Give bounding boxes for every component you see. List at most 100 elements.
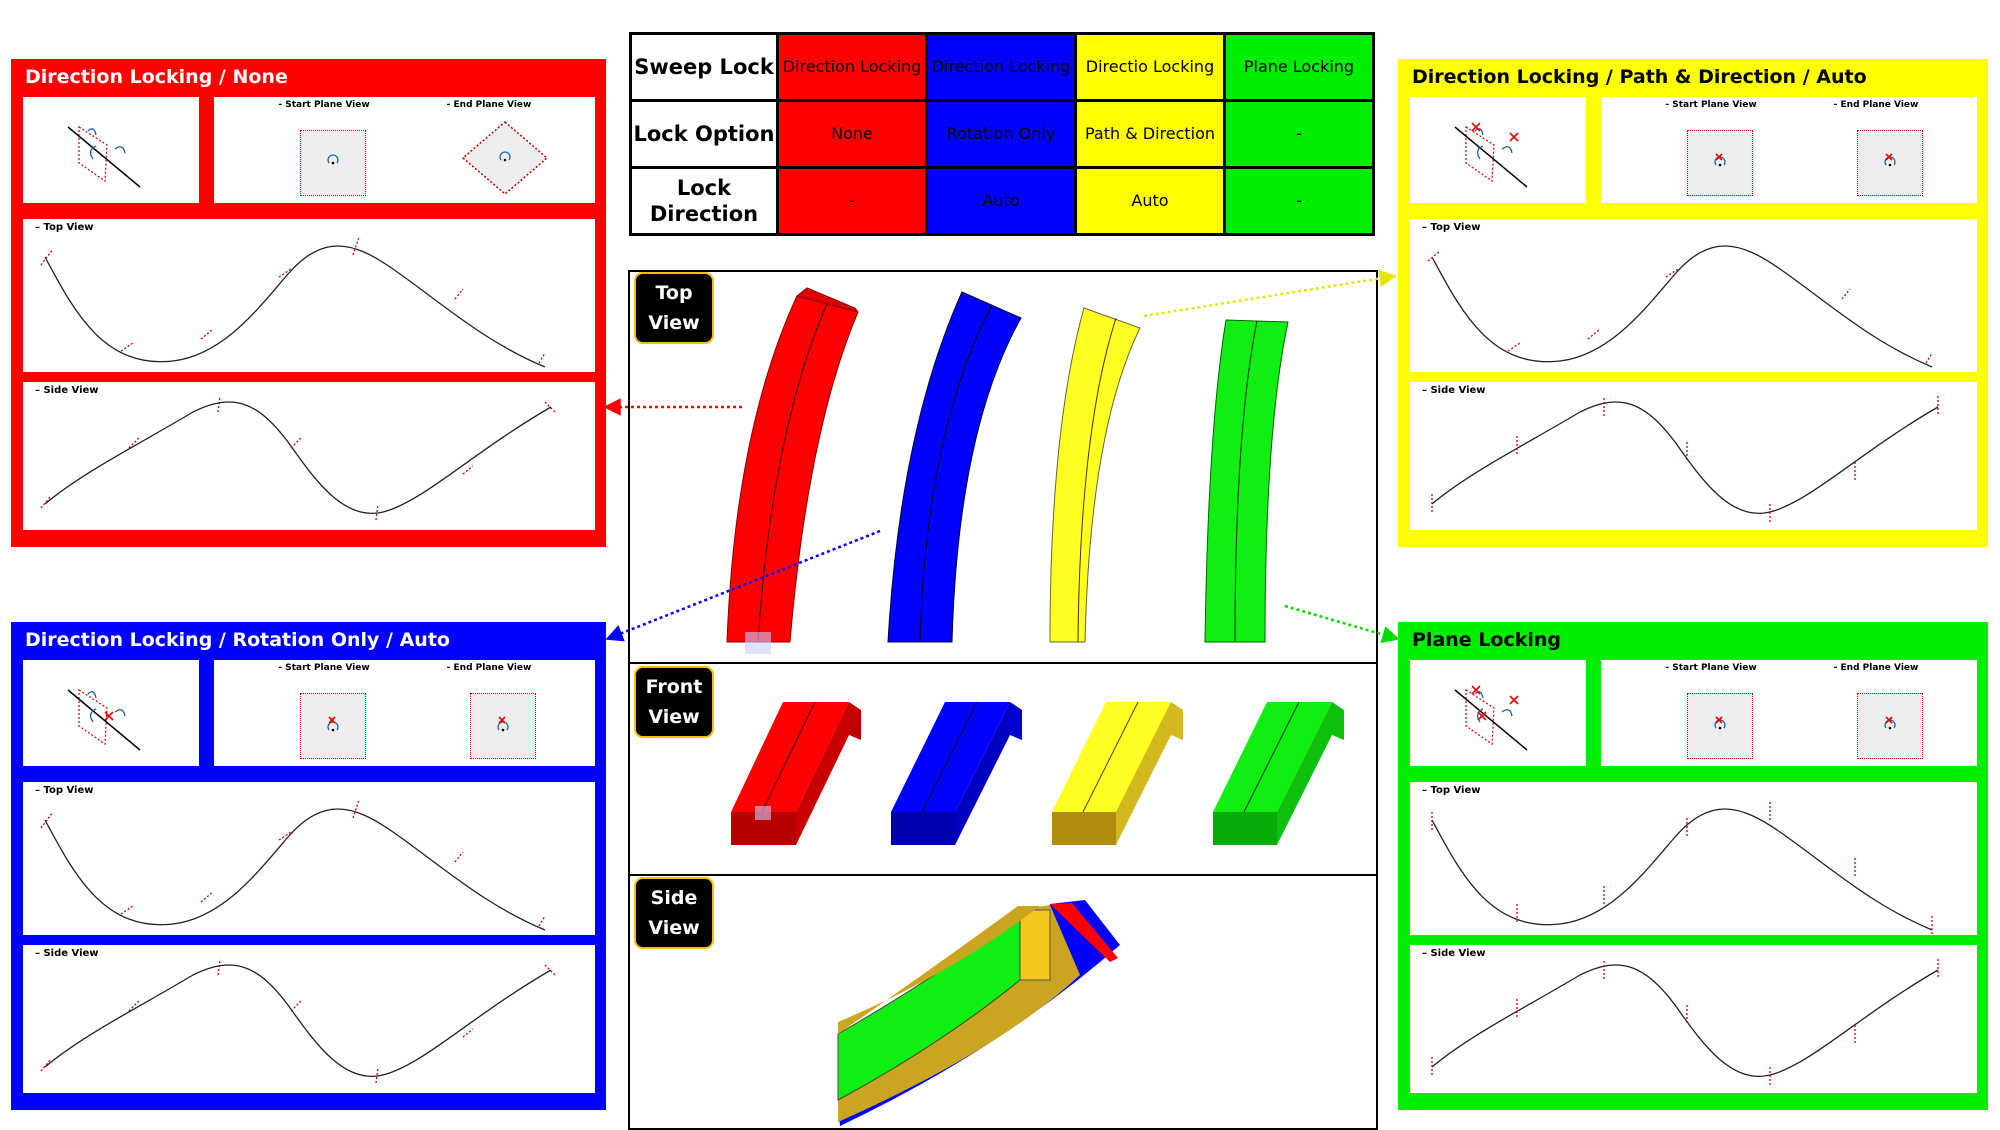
side-view-label-text: Side View xyxy=(648,887,700,939)
green-side-view-box: – Side View xyxy=(1410,945,1977,1093)
red-side-view-caption: – Side View xyxy=(35,385,99,396)
cell-yellow-lock-direction: Auto xyxy=(1074,166,1226,236)
green-top-view-box: – Top View xyxy=(1410,782,1977,935)
sweep-lock-table: Sweep Lock Direction Locking Direction L… xyxy=(629,32,1375,236)
blue-start-plane-caption: - Start Plane View xyxy=(278,663,370,673)
front-view-block-yellow xyxy=(1052,701,1183,845)
yellow-sweep-icon-box xyxy=(1410,97,1586,203)
front-view-block-blue xyxy=(891,701,1022,845)
blue-top-view-caption: – Top View xyxy=(35,785,94,796)
yellow-end-plane-caption: - End Plane View xyxy=(1833,100,1919,110)
red-side-view-curve xyxy=(40,395,556,521)
cell-green-sweep-lock: Plane Locking xyxy=(1223,32,1375,102)
top-view-label-text: Top View xyxy=(648,282,700,334)
row-header-sweep-lock: Sweep Lock xyxy=(629,32,779,102)
arrow-to-green-panel xyxy=(1284,604,1400,643)
front-view-block-green xyxy=(1213,701,1344,845)
green-top-view-curve xyxy=(1431,802,1933,934)
panel-blue-title: Direction Locking / Rotation Only / Auto xyxy=(25,629,450,651)
red-plane-views-box: - Start Plane View - End Plane View xyxy=(214,97,595,203)
yellow-plane-views-box: - Start Plane View - End Plane View xyxy=(1601,97,1977,203)
red-top-view-caption: – Top View xyxy=(35,222,94,233)
cell-red-sweep-lock: Direction Locking xyxy=(776,32,928,102)
green-start-plane-square xyxy=(1687,693,1753,759)
top-view-beam-blue xyxy=(887,291,1022,643)
cell-red-lock-direction: - xyxy=(776,166,928,236)
panel-red: Direction Locking / None - Start Plane V… xyxy=(11,59,606,547)
cell-red-lock-option: None xyxy=(776,99,928,169)
red-start-plane-caption: - Start Plane View xyxy=(278,100,370,110)
panel-green-title: Plane Locking xyxy=(1412,629,1561,651)
yellow-side-view-box: – Side View xyxy=(1410,382,1977,530)
yellow-plane-symbols xyxy=(1714,153,1896,167)
blue-plane-symbols xyxy=(327,716,509,732)
cell-green-lock-option: - xyxy=(1223,99,1375,169)
red-sweep-icon-box xyxy=(23,97,199,203)
top-view-beam-yellow xyxy=(1049,307,1141,643)
panel-green: Plane Locking - Start Plane View - End P… xyxy=(1398,622,1988,1110)
cell-blue-lock-option: Rotation Only xyxy=(925,99,1077,169)
arrow-to-blue-panel xyxy=(605,529,881,642)
blue-side-view-caption: – Side View xyxy=(35,948,99,959)
green-start-plane-caption: - Start Plane View xyxy=(1665,663,1757,673)
green-side-view-curve xyxy=(1431,959,1939,1085)
side-view-label: Side View xyxy=(634,877,714,949)
blue-top-view-box: – Top View xyxy=(23,782,595,935)
front-view-label: Front View xyxy=(634,666,714,738)
blue-sweep-icon-box xyxy=(23,660,199,766)
table-row-lock-direction: Lock Direction - Auto Auto - xyxy=(629,166,1375,236)
red-side-view-box: – Side View xyxy=(23,382,595,530)
yellow-top-view-curve xyxy=(1427,245,1933,368)
table-row-sweep-lock: Sweep Lock Direction Locking Direction L… xyxy=(629,32,1375,102)
red-plane-axis-icon xyxy=(67,125,141,188)
blue-side-view-curve xyxy=(40,958,556,1084)
yellow-side-view-curve xyxy=(1431,396,1939,522)
yellow-plane-axis-icon xyxy=(1454,122,1528,188)
views-divider-2 xyxy=(630,874,1376,876)
blue-plane-axis-icon xyxy=(67,688,141,751)
green-side-view-caption: – Side View xyxy=(1422,948,1486,959)
green-plane-axis-icon xyxy=(1454,685,1528,751)
green-end-plane-square xyxy=(1857,693,1923,759)
front-view-block-red xyxy=(731,701,861,845)
top-view-label: Top View xyxy=(634,272,714,344)
green-plane-symbols xyxy=(1714,716,1896,730)
blue-end-plane-caption: - End Plane View xyxy=(446,663,532,673)
panel-red-title: Direction Locking / None xyxy=(25,66,288,88)
panel-yellow-title: Direction Locking / Path & Direction / A… xyxy=(1412,66,1867,88)
panel-blue: Direction Locking / Rotation Only / Auto… xyxy=(11,622,606,1110)
red-top-view-curve xyxy=(40,236,546,368)
blue-plane-views-box: - Start Plane View - End Plane View xyxy=(214,660,595,766)
panel-yellow: Direction Locking / Path & Direction / A… xyxy=(1398,59,1988,547)
yellow-side-view-caption: – Side View xyxy=(1422,385,1486,396)
yellow-top-view-caption: – Top View xyxy=(1422,222,1481,233)
green-sweep-icon-box xyxy=(1410,660,1586,766)
yellow-end-plane-square xyxy=(1857,130,1923,196)
arrow-to-yellow-panel xyxy=(1143,269,1397,318)
blue-start-plane-square xyxy=(300,693,366,759)
row-header-lock-direction: Lock Direction xyxy=(629,166,779,236)
red-top-view-box: – Top View xyxy=(23,219,595,372)
cell-blue-lock-direction: Auto xyxy=(925,166,1077,236)
yellow-start-plane-square xyxy=(1687,130,1753,196)
cell-yellow-lock-option: Path & Direction xyxy=(1074,99,1226,169)
top-view-beam-green xyxy=(1204,319,1289,643)
top-view-beam-red xyxy=(726,287,860,654)
row-header-lock-option: Lock Option xyxy=(629,99,779,169)
green-top-view-caption: – Top View xyxy=(1422,785,1481,796)
red-plane-symbols xyxy=(327,121,549,195)
green-plane-views-box: - Start Plane View - End Plane View xyxy=(1601,660,1977,766)
yellow-top-view-box: – Top View xyxy=(1410,219,1977,372)
side-view-beams xyxy=(837,900,1120,1126)
views-divider-1 xyxy=(630,662,1376,664)
cell-yellow-sweep-lock: Directio Locking xyxy=(1074,32,1226,102)
cell-green-lock-direction: - xyxy=(1223,166,1375,236)
front-view-label-text: Front View xyxy=(645,676,703,728)
yellow-start-plane-caption: - Start Plane View xyxy=(1665,100,1757,110)
red-end-plane-caption: - End Plane View xyxy=(446,100,532,110)
blue-side-view-box: – Side View xyxy=(23,945,595,1093)
green-end-plane-caption: - End Plane View xyxy=(1833,663,1919,673)
cell-blue-sweep-lock: Direction Locking xyxy=(925,32,1077,102)
blue-top-view-curve xyxy=(40,799,546,931)
